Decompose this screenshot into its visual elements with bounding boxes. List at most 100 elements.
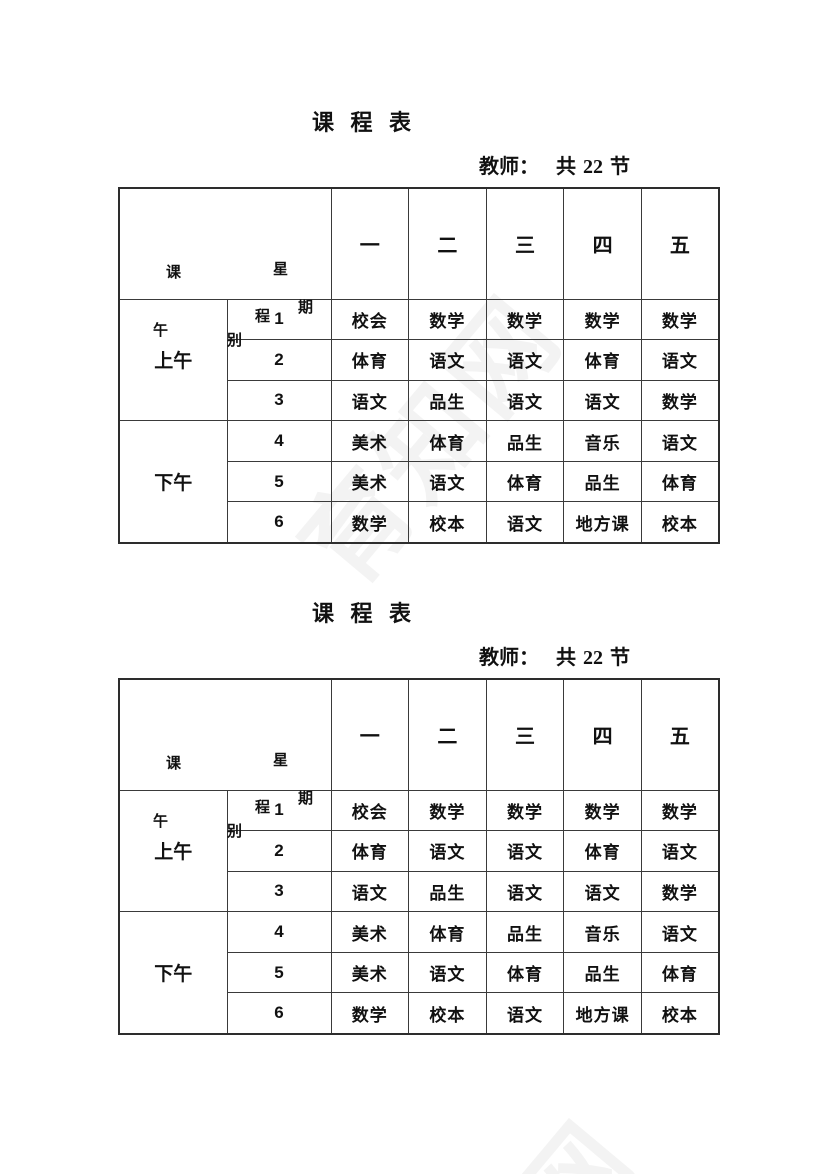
teacher-label-2: 教师： bbox=[479, 647, 539, 669]
subject-cell: 体育 bbox=[640, 951, 720, 994]
lesson-count-2: 共 22 节 bbox=[556, 647, 630, 669]
subject-cell: 数学 bbox=[408, 298, 487, 341]
subject-cell: 数学 bbox=[485, 789, 565, 832]
subject-cell: 语文 bbox=[485, 870, 565, 913]
subject-cell: 数学 bbox=[640, 298, 720, 341]
subject-cell: 校本 bbox=[640, 992, 720, 1035]
subject-cell: 体育 bbox=[330, 339, 410, 381]
subject-cell: 数学 bbox=[640, 379, 720, 422]
corner-label-meridiem-char2: 别 bbox=[227, 823, 243, 840]
corner-label-meridiem-char1: 午 bbox=[153, 322, 169, 339]
table-row: 6 数学 校本 语文 地方课 校本 bbox=[119, 501, 720, 544]
subject-cell: 体育 bbox=[640, 460, 720, 503]
subject-cell: 美术 bbox=[330, 460, 410, 503]
period-number: 6 bbox=[226, 501, 332, 544]
table-row: 5 美术 语文 体育 品生 体育 bbox=[119, 460, 720, 503]
day-header-fri: 五 bbox=[640, 678, 720, 791]
subject-cell: 数学 bbox=[640, 789, 720, 832]
subject-cell: 数学 bbox=[330, 992, 410, 1035]
day-header-thu: 四 bbox=[563, 187, 642, 300]
subject-cell: 语文 bbox=[640, 911, 720, 953]
day-header-tue: 二 bbox=[408, 678, 487, 791]
schedule-table-1: 课 程 星 期 午 别 一 二 三 四 五 上午 1 校会 数学 bbox=[118, 187, 720, 544]
meridiem-label-pm: 下午 bbox=[118, 420, 228, 544]
corner-label-course-char1: 课 bbox=[166, 755, 182, 772]
subject-cell: 体育 bbox=[485, 951, 565, 994]
period-number: 3 bbox=[226, 379, 332, 422]
corner-header-cell: 课 程 星 期 午 别 bbox=[118, 678, 332, 839]
subject-cell: 品生 bbox=[485, 420, 565, 462]
schedule-table-2: 课 程 星 期 午 别 一 二 三 四 五 上午 1 校会 数学 bbox=[118, 678, 720, 1035]
subject-cell: 体育 bbox=[408, 420, 487, 462]
day-header-tue: 二 bbox=[408, 187, 487, 300]
subject-cell: 语文 bbox=[408, 339, 487, 381]
period-number: 4 bbox=[226, 911, 332, 953]
subject-cell: 语文 bbox=[485, 830, 565, 872]
subject-cell: 品生 bbox=[408, 870, 487, 913]
subject-cell: 音乐 bbox=[563, 420, 642, 462]
schedule-title-1: 课 程 表 bbox=[312, 110, 413, 135]
period-number: 2 bbox=[226, 339, 332, 381]
subject-cell: 地方课 bbox=[563, 501, 642, 544]
meridiem-label-am: 上午 bbox=[118, 789, 228, 913]
subject-cell: 美术 bbox=[330, 420, 410, 462]
schedule-title-2: 课 程 表 bbox=[312, 601, 413, 626]
period-number: 5 bbox=[226, 460, 332, 503]
subject-cell: 美术 bbox=[330, 911, 410, 953]
period-number: 6 bbox=[226, 992, 332, 1035]
teacher-label-1: 教师： bbox=[479, 156, 539, 178]
subject-cell: 语文 bbox=[330, 870, 410, 913]
corner-label-course-char2: 程 bbox=[255, 799, 271, 816]
subject-cell: 语文 bbox=[640, 830, 720, 872]
subject-cell: 美术 bbox=[330, 951, 410, 994]
subject-cell: 校会 bbox=[330, 789, 410, 832]
subject-cell: 校本 bbox=[408, 501, 487, 544]
corner-label-week-char2: 期 bbox=[298, 790, 314, 807]
subject-cell: 数学 bbox=[563, 298, 642, 341]
table-row: 2 体育 语文 语文 体育 语文 bbox=[119, 830, 720, 872]
subject-cell: 校本 bbox=[640, 501, 720, 544]
table-row: 2 体育 语文 语文 体育 语文 bbox=[119, 339, 720, 381]
subject-cell: 语文 bbox=[485, 379, 565, 422]
subject-cell: 品生 bbox=[408, 379, 487, 422]
corner-label-week-char1: 星 bbox=[273, 261, 289, 278]
period-number: 1 bbox=[226, 298, 332, 341]
subject-cell: 体育 bbox=[408, 911, 487, 953]
table-row: 上午 1 校会 数学 数学 数学 数学 bbox=[118, 298, 720, 422]
day-header-mon: 一 bbox=[330, 187, 410, 300]
table-row: 3 语文 品生 语文 语文 数学 bbox=[119, 379, 720, 422]
subject-cell: 语文 bbox=[330, 379, 410, 422]
meridiem-label-pm: 下午 bbox=[118, 911, 228, 1035]
subject-cell: 语文 bbox=[408, 951, 487, 994]
subject-cell: 体育 bbox=[330, 830, 410, 872]
subject-cell: 语文 bbox=[485, 339, 565, 381]
subject-cell: 数学 bbox=[563, 789, 642, 832]
subject-cell: 校会 bbox=[330, 298, 410, 341]
corner-label-meridiem-char2: 别 bbox=[227, 332, 243, 349]
day-header-mon: 一 bbox=[330, 678, 410, 791]
table-row: 上午 1 校会 数学 数学 数学 数学 bbox=[118, 789, 720, 913]
subject-cell: 地方课 bbox=[563, 992, 642, 1035]
subject-cell: 品生 bbox=[485, 911, 565, 953]
period-number: 2 bbox=[226, 830, 332, 872]
table-row: 下午 4 美术 体育 品生 音乐 语文 bbox=[118, 911, 720, 1035]
table-row: 6 数学 校本 语文 地方课 校本 bbox=[119, 992, 720, 1035]
day-header-wed: 三 bbox=[485, 187, 565, 300]
subject-cell: 音乐 bbox=[563, 911, 642, 953]
corner-label-course-char1: 课 bbox=[166, 264, 182, 281]
subject-cell: 语文 bbox=[408, 460, 487, 503]
subject-cell: 语文 bbox=[485, 992, 565, 1035]
subject-cell: 校本 bbox=[408, 992, 487, 1035]
subject-cell: 品生 bbox=[563, 951, 642, 994]
subject-cell: 语文 bbox=[563, 379, 642, 422]
subject-cell: 体育 bbox=[563, 339, 642, 381]
corner-label-week-char1: 星 bbox=[273, 752, 289, 769]
table-row: 3 语文 品生 语文 语文 数学 bbox=[119, 870, 720, 913]
subject-cell: 语文 bbox=[485, 501, 565, 544]
subject-cell: 语文 bbox=[563, 870, 642, 913]
subject-cell: 数学 bbox=[330, 501, 410, 544]
subject-cell: 语文 bbox=[640, 339, 720, 381]
corner-label-course-char2: 程 bbox=[255, 308, 271, 325]
subject-cell: 语文 bbox=[640, 420, 720, 462]
